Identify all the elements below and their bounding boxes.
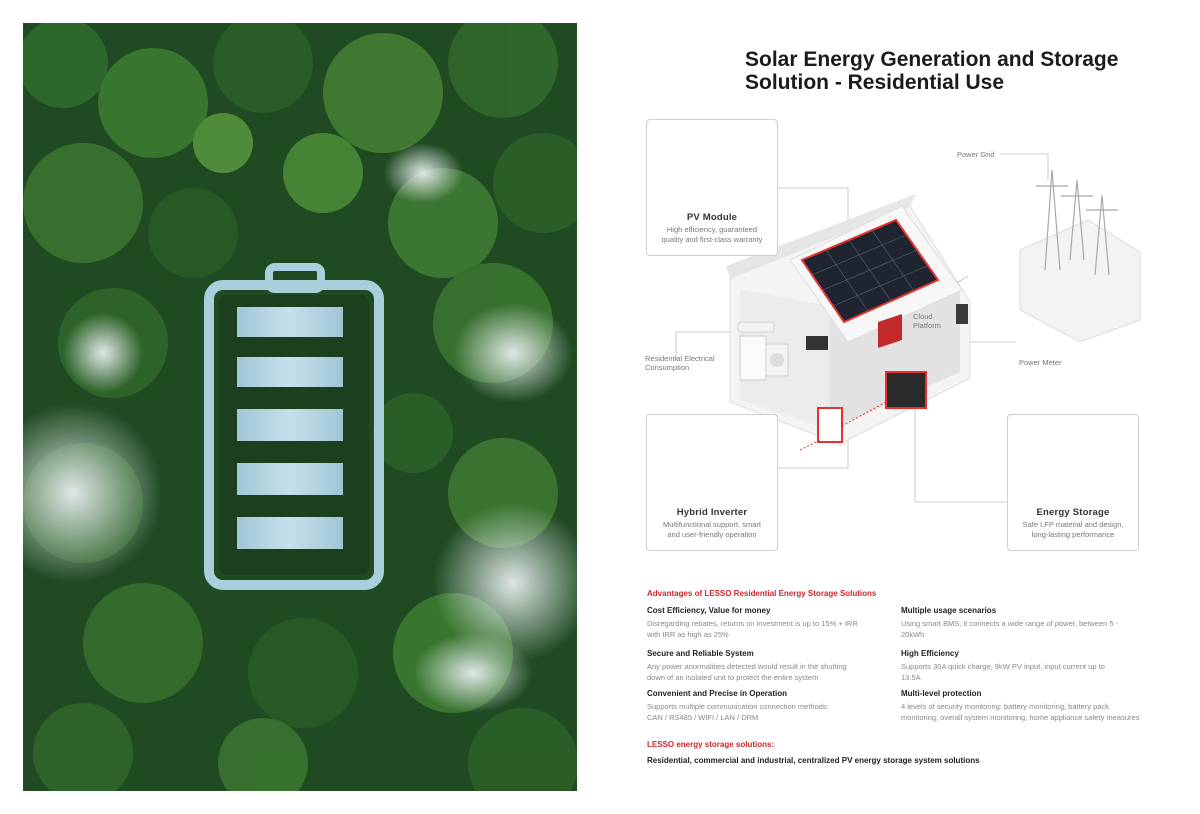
energy-storage-desc: Safe LFP material and design, long-lasti… <box>1008 520 1138 540</box>
power-meter-label: Power Meter <box>1019 358 1062 367</box>
solutions-text: Residential, commercial and industrial, … <box>647 756 980 765</box>
forest-battery-photo <box>23 23 577 791</box>
pv-module-desc-line2: quality and first-class warranty <box>661 235 763 244</box>
hybrid-inverter-desc-line1: Multifunctional support, smart <box>663 520 761 529</box>
advantage-text-line2: down of an isolated unit to protect the … <box>647 673 819 682</box>
advantage-text: Any power anormalities detected would re… <box>647 661 883 683</box>
energy-storage-desc-line2: long-lasting performance <box>1031 530 1115 539</box>
power-grid-label: Power Grid <box>957 150 995 159</box>
pv-module-image <box>647 120 777 212</box>
advantage-title: Secure and Reliable System <box>647 649 754 658</box>
advantage-title: High Efficiency <box>901 649 959 658</box>
hybrid-inverter-desc-line2: and user-friendly operation <box>667 530 757 539</box>
residential-label-line2: Consumption <box>645 363 690 372</box>
advantage-text-line1: Supports 30A quick charge, 9kW PV input,… <box>901 662 1105 671</box>
advantage-text-line1: Disregarding rebates, returns on investm… <box>647 619 858 628</box>
hybrid-inverter-name: Hybrid Inverter <box>676 507 748 518</box>
advantage-text-line2: 20kWh <box>901 630 925 639</box>
hybrid-inverter-card: Hybrid Inverter Multifunctional support,… <box>646 414 778 551</box>
advantage-title: Convenient and Precise in Operation <box>647 689 788 698</box>
residential-consumption-label: Residential Electrical Consumption <box>645 354 715 372</box>
cloud-platform-label-line1: Cloud <box>913 312 933 321</box>
advantage-text-line2: CAN / RS485 / WIFI / LAN / DRM <box>647 713 759 722</box>
cloud-platform-label: Cloud Platform <box>913 312 941 330</box>
advantage-text: Disregarding rebates, returns on investm… <box>647 618 883 640</box>
advantage-item: Secure and Reliable System Any power ano… <box>647 649 883 683</box>
advantage-text: Supports 30A quick charge, 9kW PV input,… <box>901 661 1169 683</box>
advantage-item: Multiple usage scenarios Using smart BMS… <box>901 606 1169 640</box>
advantage-item: Convenient and Precise in Operation Supp… <box>647 689 883 723</box>
energy-storage-card: Energy Storage Safe LFP material and des… <box>1007 414 1139 551</box>
advantage-title: Cost Efficiency, Value for money <box>647 606 771 615</box>
advantage-text-line2: monitoring, overall system monitoring, h… <box>901 713 1140 722</box>
energy-storage-name: Energy Storage <box>1036 507 1110 518</box>
advantage-text-line1: Any power anormalities detected would re… <box>647 662 847 671</box>
solutions-heading: LESSO energy storage solutions: <box>647 740 775 749</box>
pv-module-name: PV Module <box>686 212 738 223</box>
page-title: Solar Energy Generation and Storage Solu… <box>745 48 1119 94</box>
advantage-text-line2: with IRR as high as 25% <box>647 630 729 639</box>
pv-module-desc-line1: High efficiency, guaranteed <box>666 225 758 234</box>
cloud-platform-label-line2: Platform <box>913 321 941 330</box>
advantage-title: Multi-level protection <box>901 689 982 698</box>
residential-label-line1: Residential Electrical <box>645 354 715 363</box>
energy-storage-desc-line1: Safe LFP material and design, <box>1022 520 1124 529</box>
advantage-text: Supports multiple communication connecti… <box>647 701 883 723</box>
advantage-text-line1: 4 levels of security monitoring: battery… <box>901 702 1110 711</box>
advantage-text: 4 levels of security monitoring: battery… <box>901 701 1181 723</box>
advantage-text-line1: Supports multiple communication connecti… <box>647 702 829 711</box>
advantage-item: Multi-level protection 4 levels of secur… <box>901 689 1181 723</box>
advantage-item: High Efficiency Supports 30A quick charg… <box>901 649 1169 683</box>
hybrid-inverter-desc: Multifunctional support, smart and user-… <box>647 520 777 540</box>
hybrid-inverter-image <box>647 415 777 507</box>
advantages-heading: Advantages of LESSO Residential Energy S… <box>647 589 877 598</box>
pv-module-desc: High efficiency, guaranteed quality and … <box>647 225 777 245</box>
pv-module-card: PV Module High efficiency, guaranteed qu… <box>646 119 778 256</box>
advantage-text-line2: 13.5A <box>901 673 921 682</box>
advantage-text-line1: Using smart BMS, it connects a wide rang… <box>901 619 1119 628</box>
energy-storage-image <box>1008 415 1138 507</box>
advantage-item: Cost Efficiency, Value for money Disrega… <box>647 606 883 640</box>
advantage-text: Using smart BMS, it connects a wide rang… <box>901 618 1169 640</box>
advantage-title: Multiple usage scenarios <box>901 606 997 615</box>
